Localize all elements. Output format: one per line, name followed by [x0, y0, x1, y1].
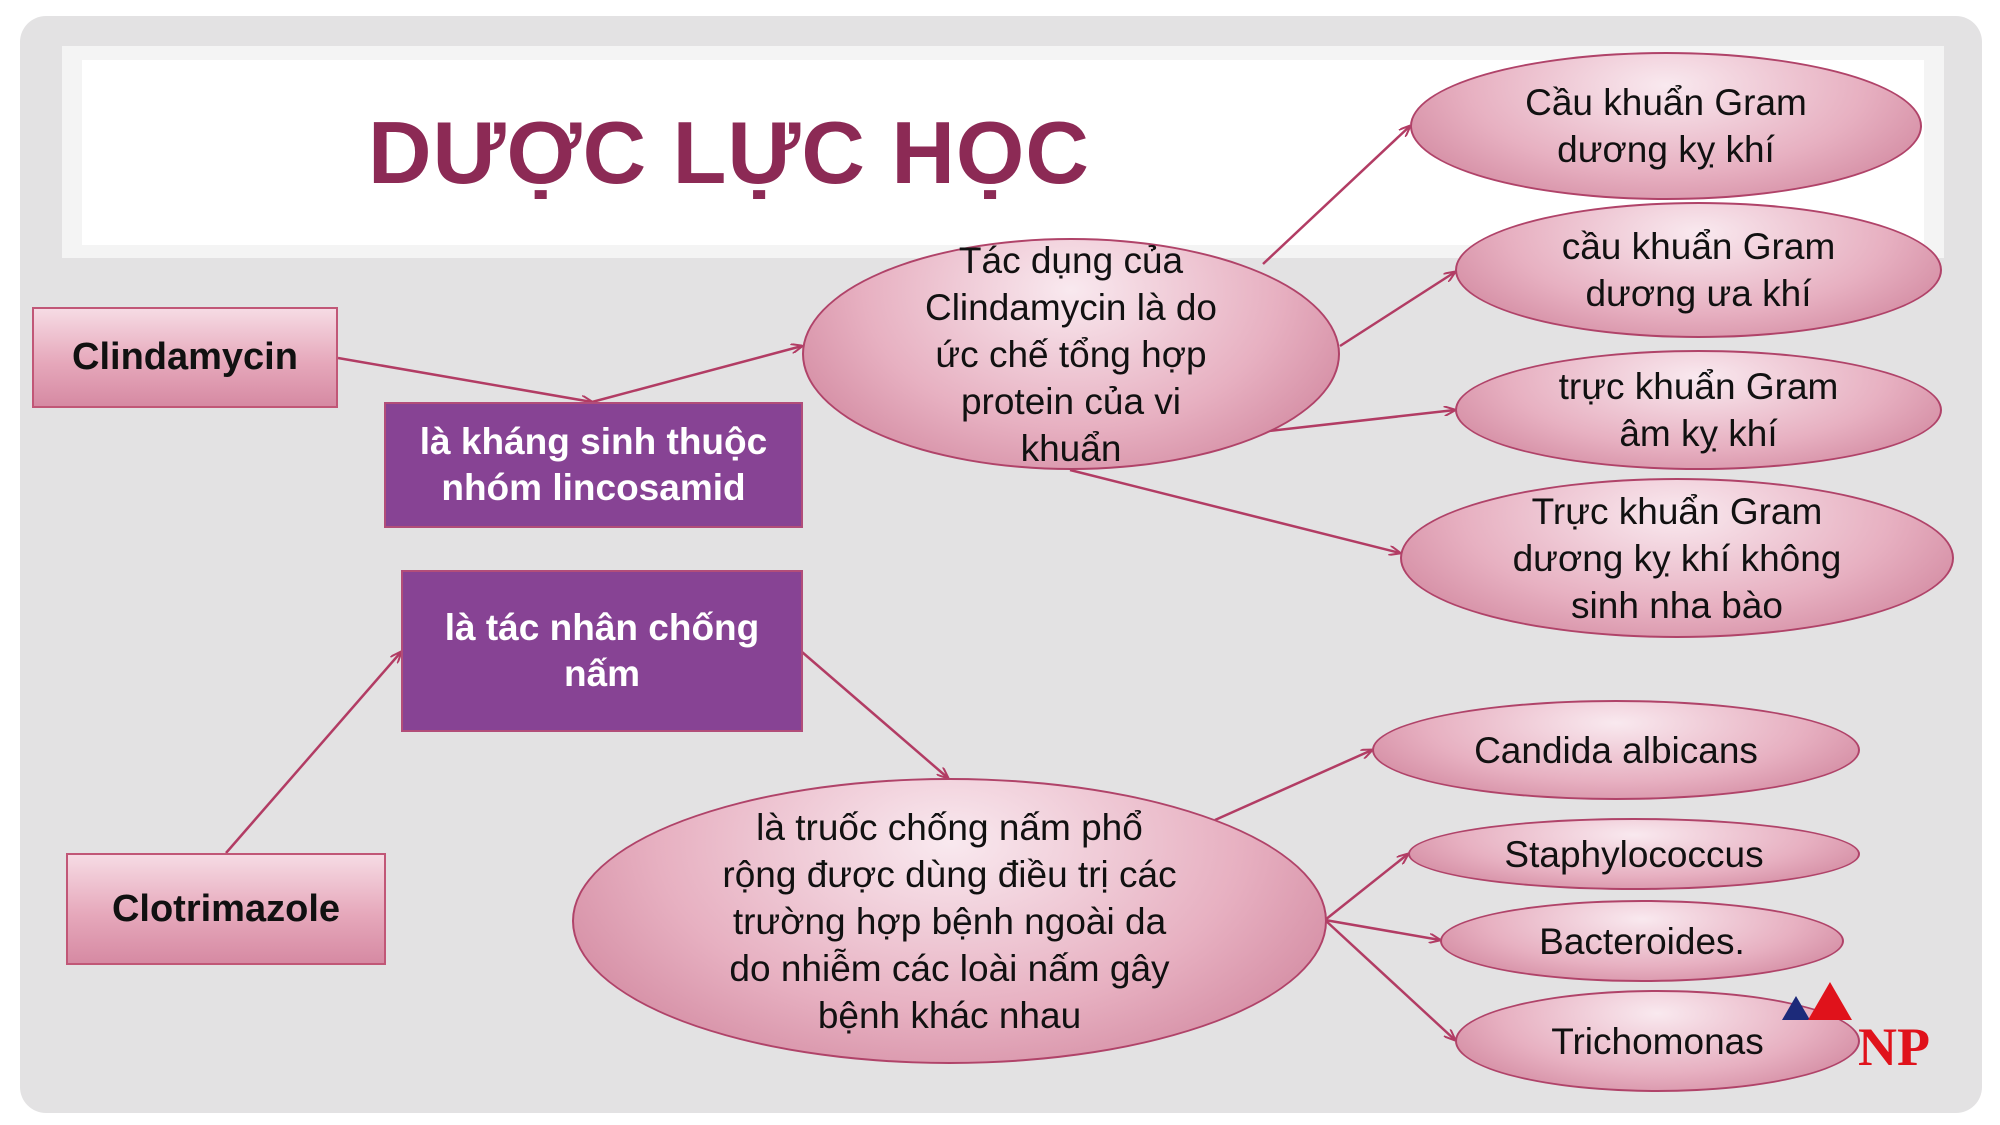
- node-gram-pos-anaerobic: Cầu khuẩn Gram dương kỵ khí: [1410, 52, 1922, 200]
- arrow-effect-to-gram-pos-nonspore: [1069, 468, 1400, 553]
- node-clindamycin-effect: Tác dụng của Clindamycin là do ức chế tổ…: [802, 238, 1340, 470]
- arrow-lincosamid-to-effect: [591, 346, 802, 404]
- arrow-effect-to-staphylococcus: [1324, 854, 1408, 921]
- node-clindamycin: Clindamycin: [32, 307, 338, 408]
- node-clotrimazole-effect: là truốc chống nấm phổ rộng được dùng đi…: [572, 778, 1327, 1064]
- arrow-effect-to-gram-neg-anaerobic: [1259, 410, 1455, 434]
- arrow-clotrimazole-to-antifungal: [225, 652, 401, 854]
- arrow-antifungal-to-effect: [801, 651, 948, 778]
- np-logo-text: NP: [1858, 1017, 1930, 1077]
- np-logo-triangles-icon: [1782, 982, 1852, 1020]
- node-gram-neg-anaerobic: trực khuẩn Gram âm kỵ khí: [1455, 350, 1942, 470]
- node-staphylococcus: Staphylococcus: [1408, 818, 1860, 890]
- arrow-effect-to-candida: [1214, 750, 1372, 822]
- node-gram-pos-aerobic: cầu khuẩn Gram dương ưa khí: [1455, 202, 1942, 338]
- node-lincosamid: là kháng sinh thuộc nhóm lincosamid: [384, 402, 803, 528]
- arrow-clindamycin-to-lincosamid: [337, 356, 592, 402]
- arrow-effect-to-gram-pos-aerobic: [1339, 272, 1455, 348]
- arrow-effect-to-bacteroides: [1324, 918, 1440, 940]
- node-bacteroides: Bacteroides.: [1440, 900, 1844, 982]
- arrow-effect-to-gram-pos-anaerobic: [1262, 126, 1410, 265]
- page-title: DƯỢC LỰC HỌC: [368, 103, 1090, 202]
- node-candida: Candida albicans: [1372, 700, 1860, 800]
- node-gram-pos-nonspore: Trực khuẩn Gram dương kỵ khí không sinh …: [1400, 478, 1954, 638]
- node-antifungal-agent: là tác nhân chống nấm: [401, 570, 803, 732]
- node-clotrimazole: Clotrimazole: [66, 853, 386, 965]
- arrow-effect-to-trichomonas: [1324, 919, 1455, 1040]
